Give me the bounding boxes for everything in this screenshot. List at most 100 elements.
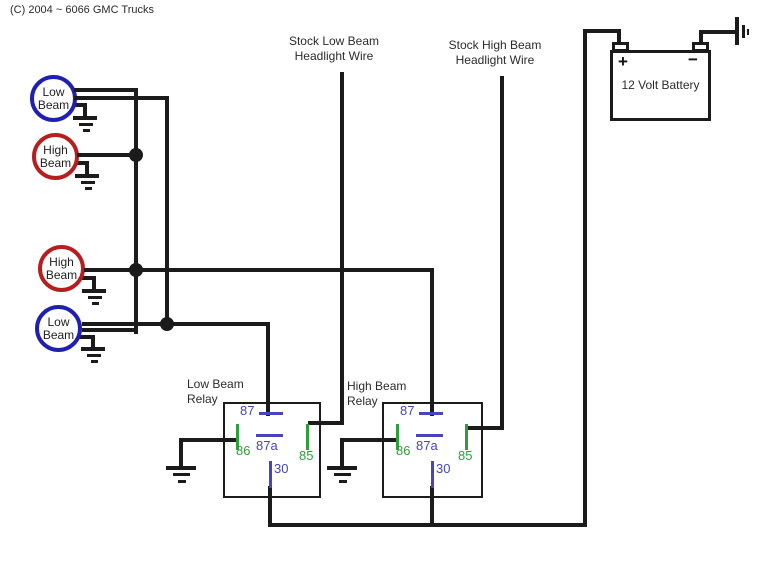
ground-bar <box>88 296 102 299</box>
junction-dot <box>129 263 143 277</box>
ground-stub <box>92 276 96 291</box>
battery-box <box>610 50 711 121</box>
wire-lamp2-feed <box>77 153 138 157</box>
low-relay-pin-86-label: 86 <box>236 443 251 458</box>
pin-85-contact <box>465 424 468 450</box>
pin-86-contact <box>236 424 239 450</box>
wire-high-relay-30 <box>430 486 434 527</box>
wire-stock-high-beam <box>500 76 504 429</box>
relay-name-line: Relay <box>347 393 378 408</box>
label-line: Stock Low Beam <box>288 34 380 48</box>
high-relay-pin-87a-label: 87a <box>416 438 438 453</box>
wire-high-relay-86-ground-drop <box>340 438 344 466</box>
wire-battery-feed-bus <box>268 523 587 527</box>
wire-high-relay-86-ground <box>342 438 398 442</box>
pin-86-contact <box>396 424 399 450</box>
wire-low-beam-bus <box>82 322 270 326</box>
wire-low-relay-87-drop <box>266 322 270 416</box>
high-relay-pin-86-label: 86 <box>396 443 411 458</box>
copyright-text: (C) 2004 ~ 6066 GMC Trucks <box>10 4 154 16</box>
low-beam-relay-box <box>223 402 321 498</box>
ground-stub <box>85 161 89 176</box>
wire-high-relay-87-drop <box>430 268 434 416</box>
relay-name-line: Relay <box>187 391 218 406</box>
high-relay-pin-30-label: 30 <box>436 461 451 476</box>
wire-stock-low-beam-corner <box>308 421 344 425</box>
lamp-label: High <box>43 142 68 157</box>
battery-label: 12 Volt Battery <box>621 78 700 92</box>
high-relay-pin-87-label: 87 <box>400 403 415 418</box>
lamp-label: Beam <box>42 327 75 342</box>
ground-bar <box>735 17 739 45</box>
relay-name-line: Low Beam <box>187 377 244 391</box>
ground-bar <box>83 129 90 132</box>
wire-low-relay-86-ground-drop <box>179 438 183 466</box>
ground-tap <box>79 335 95 339</box>
ground-bar <box>178 480 186 483</box>
junction-dot <box>160 317 174 331</box>
wire-battery-negative <box>699 30 737 34</box>
wire-battery-negative-stub <box>699 32 703 45</box>
ground-bar <box>87 354 101 357</box>
pin-85-contact <box>306 424 309 450</box>
ground-tap <box>73 161 89 165</box>
lamp-label: Low <box>47 314 70 329</box>
wire-low-relay-30 <box>268 486 272 527</box>
wire-stock-low-beam <box>340 72 344 423</box>
wire-battery-positive-top <box>583 29 621 33</box>
pin-87-contact <box>419 412 443 415</box>
pin-87a-overline <box>416 434 443 437</box>
plus-sign: + <box>618 52 628 71</box>
ground-bar <box>73 116 97 120</box>
ground-stub <box>83 103 87 118</box>
low-relay-pin-30-label: 30 <box>274 461 289 476</box>
wire-high-beam-riser <box>134 88 138 334</box>
low-relay-pin-87-label: 87 <box>240 403 255 418</box>
wire-lamp1-low-filament <box>74 96 169 100</box>
ground-bar <box>81 181 95 184</box>
ground-bar <box>334 473 351 476</box>
ground-bar <box>75 174 99 178</box>
wire-low-relay-86-ground <box>181 438 238 442</box>
lamp-label: High <box>49 254 74 269</box>
high-relay-pin-85-label: 85 <box>458 448 473 463</box>
ground-bar <box>327 466 357 470</box>
ground-bar <box>166 466 196 470</box>
ground-bar <box>173 473 190 476</box>
label-line: Headlight Wire <box>455 52 535 67</box>
ground-bar <box>742 25 745 38</box>
low-relay-pin-85-label: 85 <box>299 448 314 463</box>
pin-87-contact <box>259 412 283 415</box>
ground-bar <box>92 302 99 305</box>
wire-lamp4-high-filament <box>82 328 138 332</box>
wire-low-beam-riser <box>165 96 169 326</box>
wire-battery-positive-stub <box>617 31 621 45</box>
pin-30-contact <box>431 461 434 488</box>
lamp-label: Low <box>42 84 65 99</box>
wire-stock-high-beam-corner <box>465 426 504 430</box>
ground-bar <box>747 29 749 35</box>
minus-sign: − <box>688 50 698 69</box>
ground-bar <box>339 480 347 483</box>
wire-lamp1-high-filament <box>74 88 138 92</box>
ground-bar <box>81 347 105 351</box>
relay-name-line: High Beam <box>347 379 407 393</box>
lamp-high-beam-top: High Beam <box>32 133 79 180</box>
lamp-high-beam-bottom: High Beam <box>38 245 85 292</box>
ground-bar <box>79 123 93 126</box>
wire-battery-positive-drop <box>583 29 587 527</box>
lamp-label: Beam <box>37 97 70 112</box>
pin-30-contact <box>269 461 272 488</box>
label-line: Headlight Wire <box>294 48 374 63</box>
junction-dot <box>129 148 143 162</box>
ground-bar <box>91 360 98 363</box>
wire-high-beam-bus <box>84 268 434 272</box>
pin-87a-overline <box>256 434 283 437</box>
ground-tap <box>71 103 87 107</box>
ground-tap <box>80 276 96 280</box>
